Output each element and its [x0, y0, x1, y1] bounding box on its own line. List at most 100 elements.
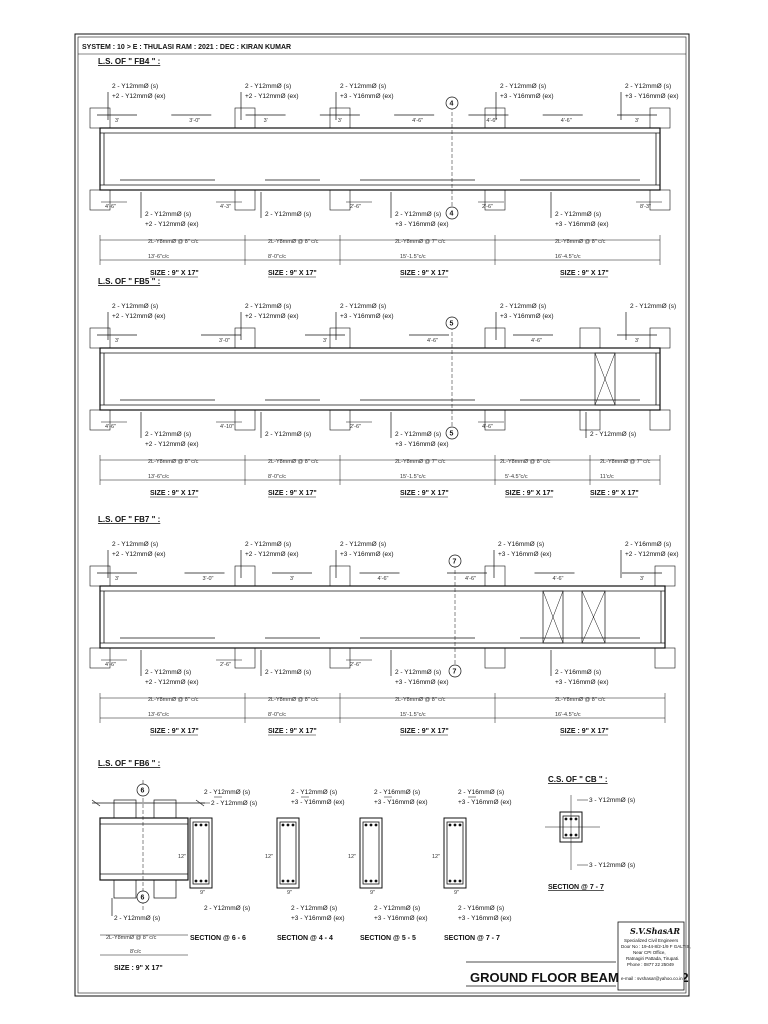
stirrup-label: 2L-Y8mmØ @ 8" c/c [268, 459, 319, 465]
opening-box [542, 590, 564, 644]
size-label: SIZE : 9" X 17" [590, 490, 639, 497]
column-stub [234, 189, 256, 211]
bottom-extra-bar-label: +2 - Y12mmØ (ex) [145, 679, 199, 686]
column-stub [484, 107, 506, 129]
section-width: 9" [454, 890, 459, 896]
bottom-dim: 2'-6" [350, 662, 361, 668]
bottom-dim: 2'-6" [350, 424, 361, 430]
fb6-beam-body [99, 817, 189, 881]
inner-border [77, 36, 687, 994]
rebar-dot [453, 823, 457, 827]
bottom-bar-label: 2 - Y12mmØ (s) [395, 431, 441, 438]
fb6-span: 8'c/c [130, 949, 141, 955]
top-bar-label: 2 - Y16mmØ (s) [625, 541, 671, 548]
column-stub [484, 189, 506, 211]
top-extra-bar-label: +2 - Y12mmØ (ex) [112, 313, 166, 320]
section-title: SECTION @ 4 - 4 [277, 935, 333, 942]
top-dim: 3' [115, 338, 119, 344]
bottom-bar-label: 2 - Y12mmØ (s) [145, 211, 191, 218]
rebar-dot [204, 823, 208, 827]
column-stub [89, 409, 111, 431]
size-label: SIZE : 9" X 17" [400, 490, 449, 497]
cb-bot-bar: 3 - Y12mmØ (s) [589, 862, 635, 869]
rebar-dot [448, 823, 452, 827]
svg-text:6: 6 [141, 895, 145, 902]
top-extra-bar-label: +2 - Y12mmØ (ex) [245, 551, 299, 558]
grid-bubble [445, 96, 459, 110]
section-bottom-bar: 2 - Y12mmØ (s) [374, 905, 420, 912]
column-stub [649, 107, 671, 129]
grid-bubble [445, 206, 459, 220]
grid-bubble-6-top [136, 783, 150, 797]
bottom-dim: 8'-3" [640, 204, 651, 210]
top-extra-bar-label: +3 - Y16mmØ (ex) [500, 93, 554, 100]
column-stub [329, 565, 351, 587]
section-top-extra: +3 - Y16mmØ (ex) [458, 799, 512, 806]
outer-border [74, 33, 690, 997]
beam-heading: L.S. OF " FB4 " : [98, 57, 160, 66]
top-dim: 3' [115, 118, 119, 124]
section-depth: 12" [265, 854, 273, 860]
beam-fb6: L.S. OF " FB6 " : 6 6 2 - Y12mmØ (s) 2 -… [91, 759, 257, 972]
top-dim: 3' [115, 576, 119, 582]
span-label: 8'-0"c/c [268, 712, 286, 718]
bottom-dim: 4'-6" [105, 204, 116, 210]
column-stub [89, 565, 111, 587]
top-dim: 4'-6" [531, 338, 542, 344]
section-bottom-extra: +3 - Y16mmØ (ex) [458, 915, 512, 922]
rebar-dot [194, 823, 198, 827]
column-stub [649, 327, 671, 349]
beam-body [99, 585, 666, 649]
span-label: 15'-1.5"c/c [400, 254, 426, 260]
section-stirrup [446, 821, 464, 885]
column-stub [89, 647, 111, 669]
span-label: 15'-1.5"c/c [400, 474, 426, 480]
top-bar-label: 2 - Y12mmØ (s) [245, 303, 291, 310]
section-width: 9" [370, 890, 375, 896]
stirrup-label: 2L-Y8mmØ @ 8" c/c [555, 239, 606, 245]
opening-box [594, 352, 616, 406]
stirrup-label: 2L-Y8mmØ @ 8" c/c [148, 239, 199, 245]
top-extra-bar-label: +2 - Y12mmØ (ex) [245, 93, 299, 100]
bottom-extra-bar-label: +3 - Y16mmØ (ex) [395, 441, 449, 448]
bottom-bar-label: 2 - Y12mmØ (s) [145, 431, 191, 438]
span-label: 16'-4.5"c/c [555, 712, 581, 718]
column-stub [329, 647, 351, 669]
top-dim: 4'-6" [378, 576, 389, 582]
column-stub [89, 327, 111, 349]
bottom-extra-bar-label: +3 - Y16mmØ (ex) [395, 679, 449, 686]
bottom-extra-bar-label: +3 - Y16mmØ (ex) [555, 221, 609, 228]
bottom-bar-label: 2 - Y12mmØ (s) [590, 431, 636, 438]
size-label: SIZE : 9" X 17" [560, 270, 609, 277]
bottom-extra-bar-label: +2 - Y12mmØ (ex) [145, 221, 199, 228]
size-label: SIZE : 9" X 17" [505, 490, 554, 497]
section-width: 9" [287, 890, 292, 896]
top-bar-label: 2 - Y12mmØ (s) [112, 83, 158, 90]
grid-bubble [445, 316, 459, 330]
span-label: 13'-6"c/c [148, 474, 169, 480]
top-bar-label: 2 - Y12mmØ (s) [245, 541, 291, 548]
span-label: 15'-1.5"c/c [400, 712, 426, 718]
opening-box [581, 590, 606, 644]
fb6-top-bar: 2 - Y12mmØ (s) [211, 800, 257, 807]
stirrup-label: 2L-Y8mmØ @ 7" c/c [395, 459, 446, 465]
cb-section: C.S. OF " CB " : 3 - Y12mmØ (s) 3 - Y12m… [545, 775, 635, 891]
bottom-dim: 4'-3" [220, 204, 231, 210]
rebar-dot [204, 879, 208, 883]
section-bottom-extra: +3 - Y16mmØ (ex) [374, 915, 428, 922]
bottom-extra-bar-label: +2 - Y12mmØ (ex) [145, 441, 199, 448]
section-stirrup [192, 821, 210, 885]
section-stirrup [279, 821, 297, 885]
top-dim: 3' [290, 576, 294, 582]
top-dim: 3' [640, 576, 644, 582]
column-stub [234, 647, 256, 669]
top-extra-bar-label: +3 - Y16mmØ (ex) [625, 93, 679, 100]
size-label: SIZE : 9" X 17" [268, 728, 317, 735]
stirrup-label: 2L-Y8mmØ @ 8" c/c [268, 697, 319, 703]
rebar-line [594, 352, 616, 406]
system-line: SYSTEM : 10 > E : THULASI RAM : 2021 : D… [82, 44, 291, 51]
span-label: 13'-6"c/c [148, 712, 169, 718]
grid-mark: 4 [450, 211, 454, 218]
section-top-bar: 2 - Y12mmØ (s) [291, 789, 337, 796]
